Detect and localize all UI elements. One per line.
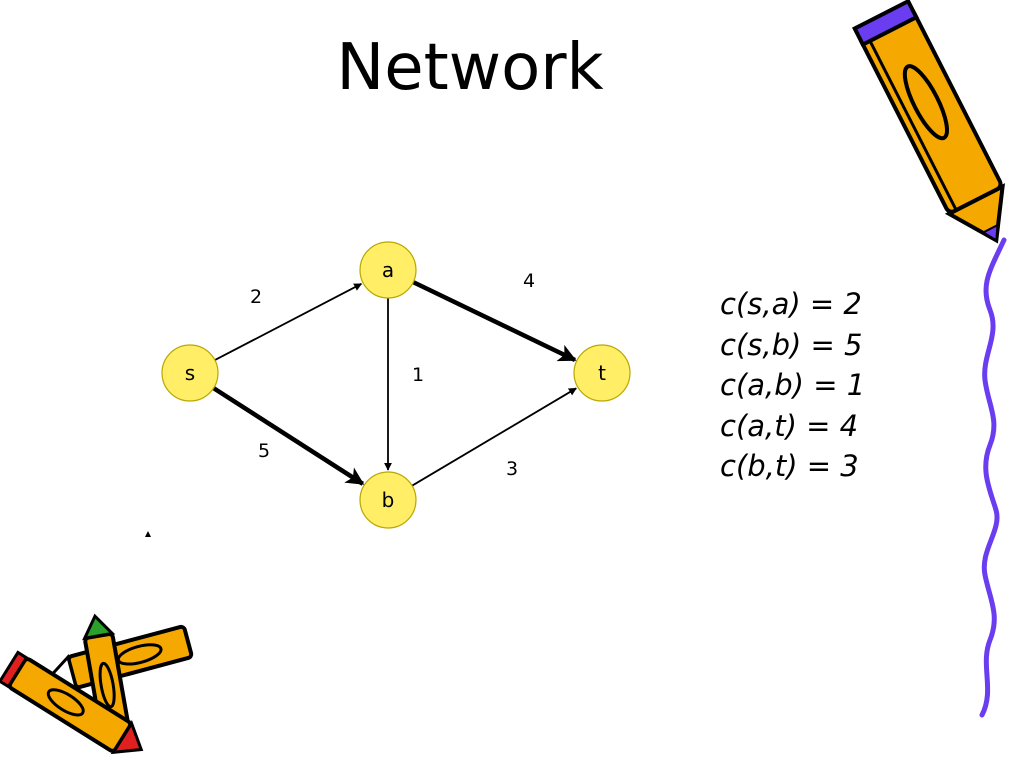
- edge-a-t: [412, 280, 577, 363]
- node-a: [359, 241, 417, 299]
- edge-label-b-t: 3: [506, 458, 518, 480]
- edge-s-a: [214, 283, 363, 361]
- edge-label-s-a: 2: [250, 286, 262, 308]
- capacity-item: c(s,a) = 2: [720, 287, 862, 321]
- capacity-item: c(b,t) = 3: [720, 449, 859, 483]
- edge-label-a-b: 1: [412, 364, 424, 386]
- node-label-a: a: [382, 258, 394, 282]
- capacity-item: c(a,t) = 4: [720, 408, 859, 443]
- node-s: [161, 344, 219, 402]
- node-label-b: b: [382, 488, 395, 512]
- edge-label-s-b: 5: [258, 440, 270, 462]
- capacity-list: c(s,a) = 2 c(s,b) = 5 c(a,b) = 1 c(a,t) …: [720, 284, 865, 487]
- capacity-item: c(a,b) = 1: [720, 368, 866, 402]
- slide-title: Network: [336, 31, 604, 105]
- node-b: [359, 471, 417, 529]
- capacity-item: c(s,b) = 5: [720, 327, 863, 362]
- node-label-s: s: [185, 361, 195, 385]
- node-label-t: t: [598, 361, 606, 385]
- edge-b-t: [411, 387, 577, 487]
- edge-s-b: [212, 386, 365, 486]
- small-triangle-mark: [145, 531, 151, 537]
- node-t: [573, 344, 631, 402]
- edge-label-a-t: 4: [523, 270, 535, 292]
